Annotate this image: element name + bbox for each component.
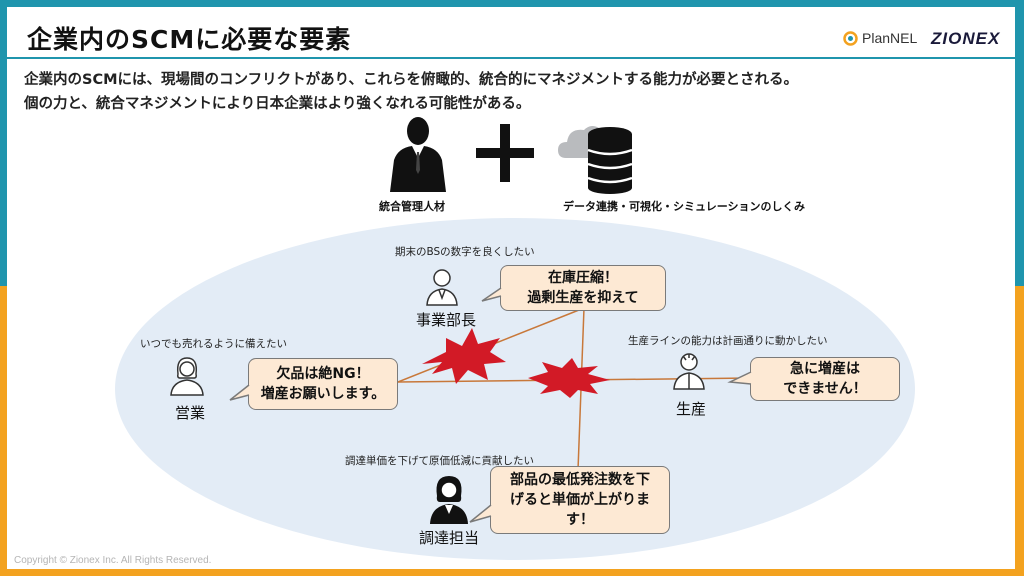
intro-line-2: 個の力と、統合マネジメントにより日本企業はより強くなれる可能性がある。 [24,96,531,112]
zionex-logo: ZIONEX [931,29,1001,48]
page-title: 企業内のSCMに必要な要素 [27,25,352,54]
title-bar: 企業内のSCMに必要な要素 PlanNEL ZIONEX [7,7,1015,59]
plus-icon [474,122,536,188]
plannel-logo-icon [843,30,858,46]
cloud-database-icon [558,120,638,198]
intro-text: 企業内のSCMには、現場間のコンフリクトがあり、これらを俯瞰的、統合的にマネジメ… [24,68,798,116]
intro-line-1: 企業内のSCMには、現場間のコンフリクトがあり、これらを俯瞰的、統合的にマネジメ… [24,72,798,88]
plannel-logo: PlanNEL [843,30,917,46]
procurement-person-icon [428,474,470,528]
sales-wish: いつでも売れるように備えたい [140,338,287,350]
executive-speech-bubble: 在庫圧縮！ 過剰生産を抑えて [500,265,666,311]
clash-mark-left [422,328,506,384]
procurement-wish: 調達単価を下げて原価低減に貢献したい [345,455,534,467]
production-role: 生産 [676,400,707,418]
clash-mark-center [528,358,610,398]
sales-speech-bubble: 欠品は絶NG！ 増産お願いします。 [248,358,398,410]
procurement-role: 調達担当 [419,529,480,547]
person-label: 統合管理人材 [379,200,445,213]
procurement-speech-bubble: 部品の最低発注数を下 げると単価が上がりま す！ [490,466,670,534]
executive-role: 事業部長 [416,311,477,329]
executive-wish: 期末のBSの数字を良くしたい [395,246,535,258]
sales-person-icon [168,356,206,400]
production-speech-bubble: 急に増産は できません！ [750,357,900,401]
copyright-text: Copyright © Zionex Inc. All Rights Reser… [14,555,212,566]
sales-role: 営業 [175,404,206,422]
plannel-logo-text: PlanNEL [862,30,918,46]
executive-person-icon [424,268,460,310]
system-label: データ連携・可視化・シミュレーションのしくみ [563,200,805,213]
production-person-icon [672,352,706,394]
businessman-icon [386,114,450,196]
production-wish: 生産ラインの能力は計画通りに動かしたい [628,335,828,347]
